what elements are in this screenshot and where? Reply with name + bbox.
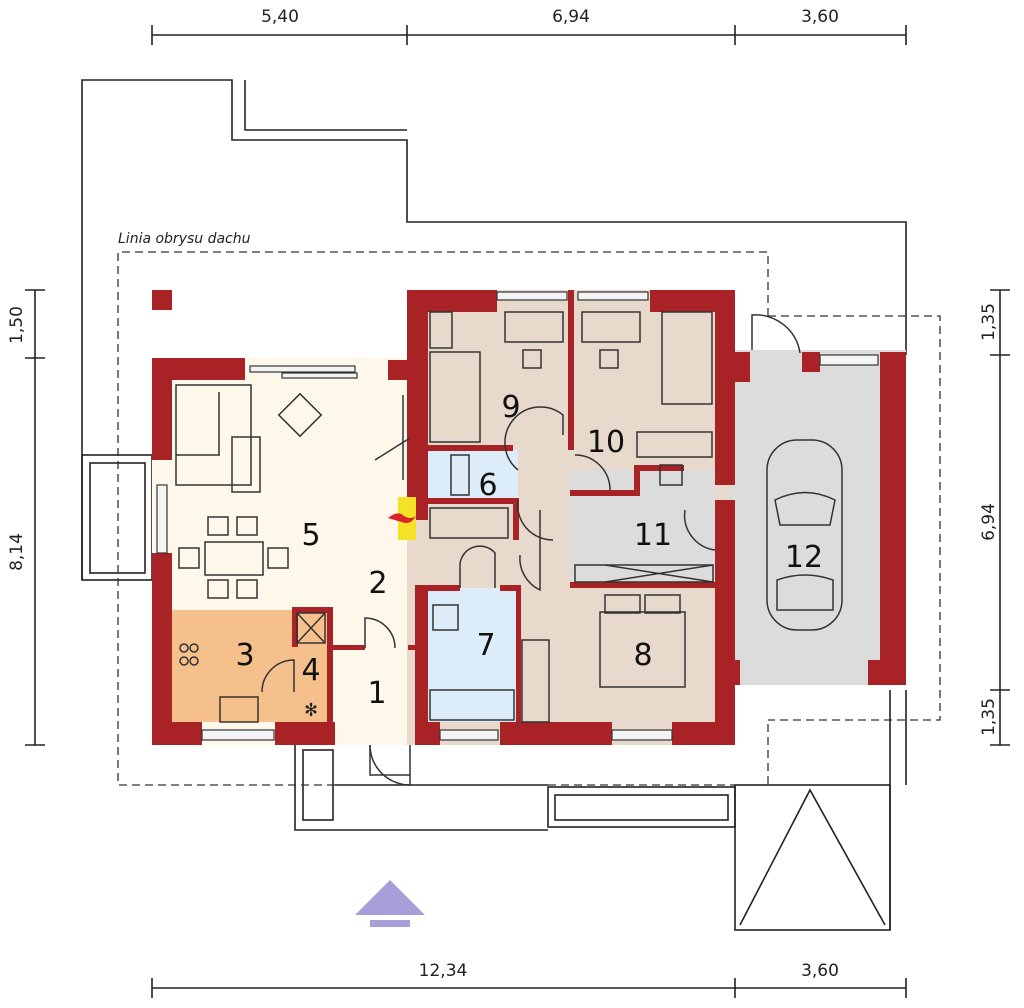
dim-label: 12,34 <box>419 961 468 981</box>
dim-label: 6,94 <box>979 503 999 541</box>
windows <box>156 291 879 741</box>
fridge-icon: ✻ <box>304 700 318 721</box>
roof-outline-label: Linia obrysu dachu <box>118 231 251 247</box>
car-icon <box>766 439 843 631</box>
room-number: 5 <box>301 518 320 553</box>
floor-utility <box>570 470 715 582</box>
floor-wc <box>428 450 518 500</box>
roof-outline: Linia obrysu dachu <box>117 231 941 786</box>
dim-label: 3,60 <box>801 961 839 981</box>
doors <box>261 314 801 786</box>
dimension-right: 1,35 6,94 1,35 <box>979 289 1010 746</box>
floor-garage <box>728 350 906 685</box>
room-number: 6 <box>478 468 497 503</box>
terrace-outline <box>81 79 907 931</box>
dim-label: 3,60 <box>801 7 839 27</box>
room-labels: 1 2 3 4 5 6 7 8 9 10 11 12 <box>235 390 823 711</box>
dimension-top: 5,40 6,94 3,60 <box>151 7 907 45</box>
dim-label: 1,35 <box>979 698 999 736</box>
room-number: 7 <box>476 628 495 663</box>
room-number: 11 <box>634 518 672 553</box>
room-number: 4 <box>301 653 320 688</box>
entrance-arrow-icon <box>355 880 425 927</box>
dim-label: 8,14 <box>7 533 27 571</box>
fire-icon <box>388 513 416 524</box>
dim-label: 6,94 <box>552 7 590 27</box>
walls <box>152 290 906 745</box>
dimension-left: 1,50 8,14 <box>7 289 45 746</box>
furniture: ✻ <box>175 311 714 723</box>
floor-bathroom <box>428 588 516 722</box>
room-number: 1 <box>367 676 386 711</box>
dim-label: 1,50 <box>7 306 27 344</box>
room-number: 8 <box>633 638 652 673</box>
room-number: 9 <box>501 390 520 425</box>
dim-label: 1,35 <box>979 303 999 341</box>
dim-label: 5,40 <box>261 7 299 27</box>
room-number: 12 <box>785 540 823 575</box>
chimney <box>152 290 172 310</box>
room-number: 3 <box>235 638 254 673</box>
room-number: 10 <box>587 425 625 460</box>
dimension-bottom: 12,34 3,60 <box>151 961 907 998</box>
room-number: 2 <box>368 566 387 601</box>
floor-pantry <box>295 610 333 722</box>
